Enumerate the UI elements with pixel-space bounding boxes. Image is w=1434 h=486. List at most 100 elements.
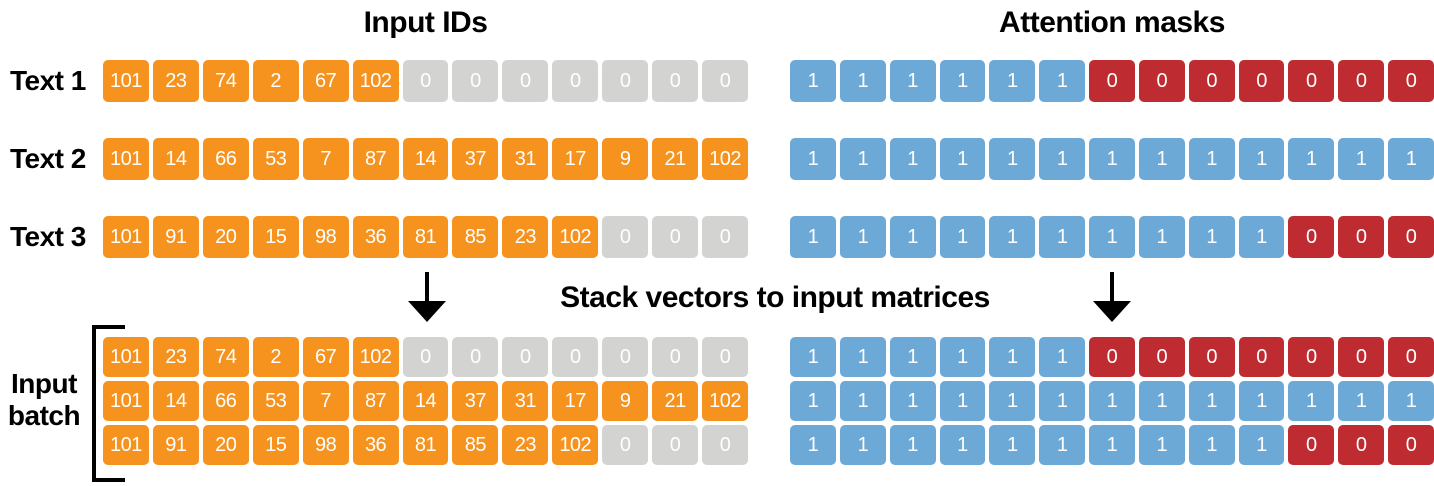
- matrix-cell-orange: 67: [302, 60, 349, 102]
- matrix-cell-blue: 1: [889, 216, 936, 258]
- matrix-cell-red: 0: [1288, 216, 1335, 258]
- matrix-cell-orange: 36: [352, 216, 399, 258]
- matrix-cell-gray: 0: [452, 60, 499, 102]
- matrix-cell-blue: 1: [1039, 138, 1086, 180]
- matrix-cell-blue: 1: [939, 337, 986, 377]
- matrix-cell-orange: 20: [202, 425, 249, 465]
- matrix-cell-orange: 101: [103, 425, 149, 465]
- matrix-cell-gray: 0: [602, 337, 649, 377]
- matrix-cell-orange: 101: [103, 381, 149, 421]
- matrix-cell-gray: 0: [652, 216, 699, 258]
- matrix-cell-orange: 66: [202, 138, 249, 180]
- matrix-cell-blue: 1: [1039, 425, 1086, 465]
- matrix-cell-red: 0: [1089, 337, 1135, 377]
- matrix-cell-orange: 53: [252, 138, 299, 180]
- matrix-cell-blue: 1: [989, 216, 1036, 258]
- matrix-cell-blue: 1: [790, 60, 836, 102]
- matrix-cell-blue: 1: [790, 337, 836, 377]
- matrix-cell-orange: 91: [152, 216, 199, 258]
- stack-vectors-caption: Stack vectors to input matrices: [560, 281, 990, 314]
- matrix-cell-red: 0: [1338, 425, 1385, 465]
- matrix-cell-gray: 0: [602, 60, 649, 102]
- matrix-cell-blue: 1: [889, 425, 936, 465]
- matrix-cell-blue: 1: [1188, 138, 1235, 180]
- matrix-cell-orange: 66: [202, 381, 249, 421]
- matrix-cell-orange: 2: [252, 337, 299, 377]
- matrix-cell-red: 0: [1138, 337, 1185, 377]
- matrix-cell-blue: 1: [939, 216, 986, 258]
- matrix-cell-orange: 15: [252, 425, 299, 465]
- matrix-cell-orange: 21: [652, 381, 699, 421]
- matrix-cell-gray: 0: [702, 337, 748, 377]
- matrix-cell-orange: 102: [702, 381, 748, 421]
- row-label-text-2: Text 2: [10, 143, 86, 174]
- matrix-cell-blue: 1: [939, 138, 986, 180]
- matrix-cell-orange: 98: [302, 216, 349, 258]
- matrix-cell-orange: 102: [702, 138, 748, 180]
- matrix-cell-red: 0: [1188, 60, 1235, 102]
- matrix-cell-red: 0: [1138, 60, 1185, 102]
- down-arrow-icon: [408, 301, 446, 322]
- matrix-cell-red: 0: [1288, 60, 1335, 102]
- matrix-cell-blue: 1: [839, 216, 886, 258]
- matrix-cell-orange: 21: [652, 138, 699, 180]
- matrix-cell-gray: 0: [402, 337, 449, 377]
- matrix-cell-blue: 1: [839, 337, 886, 377]
- input-batch-label-line1: Input: [11, 368, 77, 399]
- matrix-cell-orange: 15: [252, 216, 299, 258]
- matrix-cell-red: 0: [1089, 60, 1135, 102]
- matrix-cell-orange: 102: [352, 60, 399, 102]
- down-arrow-icon: [425, 272, 429, 304]
- matrix-cell-gray: 0: [702, 425, 748, 465]
- matrix-cell-orange: 81: [402, 216, 449, 258]
- matrix-cell-orange: 20: [202, 216, 249, 258]
- matrix-cell-blue: 1: [839, 138, 886, 180]
- matrix-cell-blue: 1: [1039, 60, 1086, 102]
- matrix-cell-gray: 0: [652, 337, 699, 377]
- matrix-cell-gray: 0: [602, 425, 649, 465]
- matrix-cell-orange: 37: [452, 381, 499, 421]
- matrix-cell-orange: 9: [602, 138, 649, 180]
- matrix-cell-orange: 23: [152, 60, 199, 102]
- batch-bracket-top: [92, 325, 125, 329]
- matrix-cell-orange: 85: [452, 425, 499, 465]
- matrix-cell-red: 0: [1238, 337, 1285, 377]
- matrix-cell-red: 0: [1388, 425, 1434, 465]
- matrix-cell-orange: 102: [552, 216, 599, 258]
- matrix-cell-blue: 1: [1188, 381, 1235, 421]
- matrix-cell-gray: 0: [552, 60, 599, 102]
- batch-bracket-bottom: [92, 478, 125, 482]
- input-batch-label-line2: batch: [7, 400, 81, 431]
- matrix-cell-gray: 0: [402, 60, 449, 102]
- matrix-cell-orange: 17: [552, 381, 599, 421]
- down-arrow-icon: [1110, 272, 1114, 304]
- matrix-cell-gray: 0: [502, 337, 549, 377]
- matrix-cell-orange: 31: [502, 138, 549, 180]
- matrix-cell-gray: 0: [502, 60, 549, 102]
- input-ids-title: Input IDs: [363, 6, 488, 39]
- matrix-cell-blue: 1: [1288, 381, 1335, 421]
- matrix-cell-orange: 17: [552, 138, 599, 180]
- matrix-cell-gray: 0: [652, 60, 699, 102]
- matrix-cell-blue: 1: [1288, 138, 1335, 180]
- matrix-cell-blue: 1: [839, 60, 886, 102]
- matrix-cell-orange: 67: [302, 337, 349, 377]
- matrix-cell-orange: 23: [502, 425, 549, 465]
- matrix-cell-orange: 23: [502, 216, 549, 258]
- matrix-cell-blue: 1: [1138, 138, 1185, 180]
- matrix-cell-blue: 1: [939, 381, 986, 421]
- matrix-cell-orange: 14: [402, 381, 449, 421]
- matrix-cell-blue: 1: [1238, 425, 1285, 465]
- matrix-cell-blue: 1: [1039, 337, 1086, 377]
- matrix-cell-blue: 1: [839, 425, 886, 465]
- matrix-cell-blue: 1: [1188, 216, 1235, 258]
- matrix-cell-orange: 14: [152, 381, 199, 421]
- matrix-cell-blue: 1: [989, 337, 1036, 377]
